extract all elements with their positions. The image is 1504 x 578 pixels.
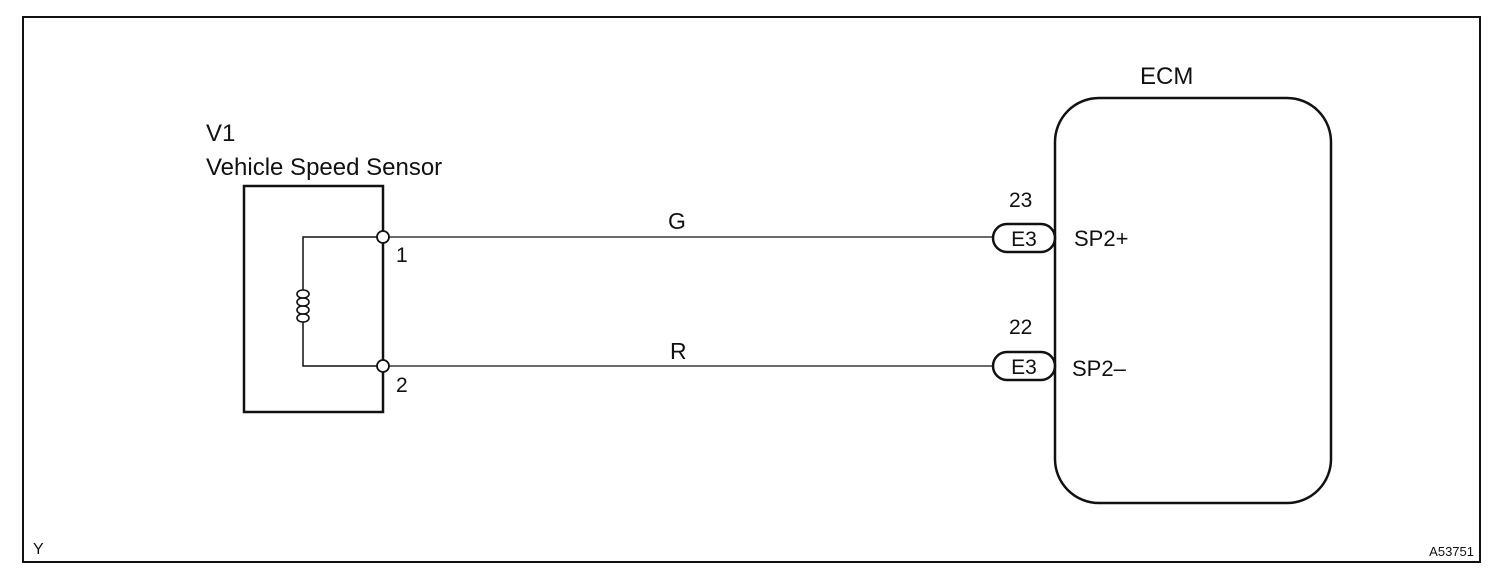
connector-e3-upper [991, 222, 1057, 254]
figure-id: A53751 [1429, 544, 1474, 559]
wire-color-r: R [670, 338, 687, 364]
connector-e3-lower-label: E3 [1011, 356, 1037, 379]
sensor-code: V1 [206, 120, 235, 147]
wire-color-g: G [668, 208, 686, 234]
sensor-terminal-2 [376, 359, 390, 373]
ecm-pin-22: 22 [1009, 316, 1032, 339]
sensor-terminal-1 [376, 230, 390, 244]
sensor-housing [242, 184, 385, 414]
signal-sp2-plus: SP2+ [1074, 226, 1128, 251]
signal-sp2-minus: SP2– [1072, 356, 1127, 381]
sensor-pin-2: 2 [396, 374, 408, 397]
sensor-internal-wiring [302, 236, 383, 367]
connector-e3-lower [991, 350, 1057, 382]
ecm-label: ECM [1140, 63, 1193, 90]
coil-icon [296, 289, 310, 323]
ecm-box [1053, 96, 1333, 505]
sensor-pin-1: 1 [396, 244, 408, 267]
sensor-name: Vehicle Speed Sensor [206, 154, 442, 181]
ecm-pin-23: 23 [1009, 189, 1032, 212]
connector-e3-upper-label: E3 [1011, 228, 1037, 251]
diagram-frame [22, 16, 1481, 563]
vehicle-speed-sensor [242, 184, 390, 414]
corner-code: Y [33, 541, 44, 558]
